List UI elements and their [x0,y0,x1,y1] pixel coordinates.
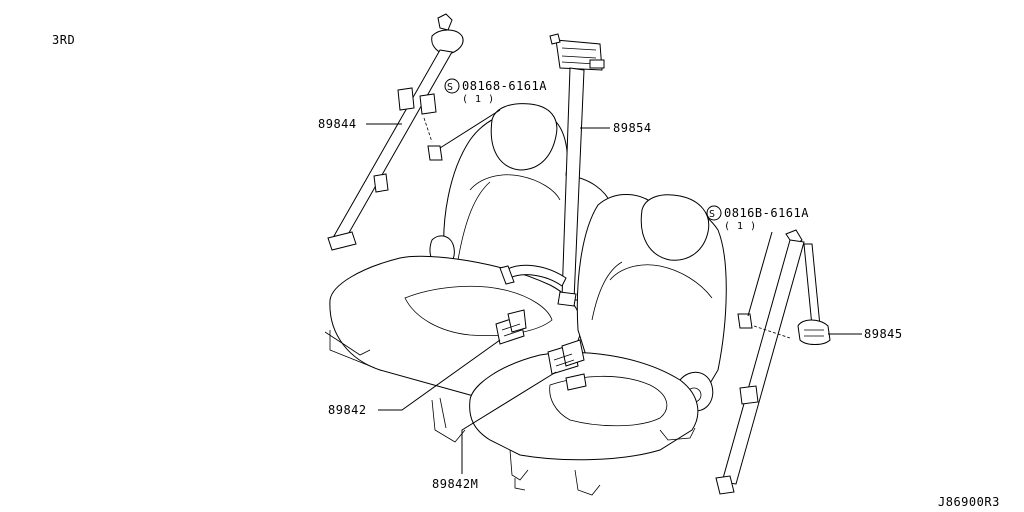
bolt-symbol: S [709,209,716,220]
bolt-qty: ( 1 ) [724,221,757,232]
bolt-symbol: S [447,82,454,93]
bolt-spec-left: S 08168-6161A ( 1 ) [444,78,547,105]
callout-89842M: 89842M [432,477,478,491]
callout-89845: 89845 [864,327,903,341]
bolt-qty: ( 1 ) [462,94,495,105]
bolt-spec-right: S 0816B-6161A ( 1 ) [706,205,809,232]
buckle-89842M [547,339,587,391]
diagram-code: J86900R3 [938,495,1000,509]
s-symbol-icon [706,205,722,221]
seat-right [469,194,727,496]
belt-assembly-89845 [715,229,831,495]
callout-89842: 89842 [328,403,367,417]
callout-89844: 89844 [318,117,357,131]
section-label: 3RD [52,33,75,47]
buckle-89842 [495,309,527,345]
belt-assembly-89854 [499,33,605,307]
bolt-code: 0816B-6161A [724,206,809,220]
leader-bolt-left [439,109,501,149]
leader-bolt-right [747,231,773,317]
bolt-code: 08168-6161A [462,79,547,93]
s-symbol-icon [444,78,460,94]
callout-89854: 89854 [613,121,652,135]
leader-89842 [378,339,501,411]
leader-89842M [461,371,557,474]
belt-assembly-89844 [327,13,464,251]
